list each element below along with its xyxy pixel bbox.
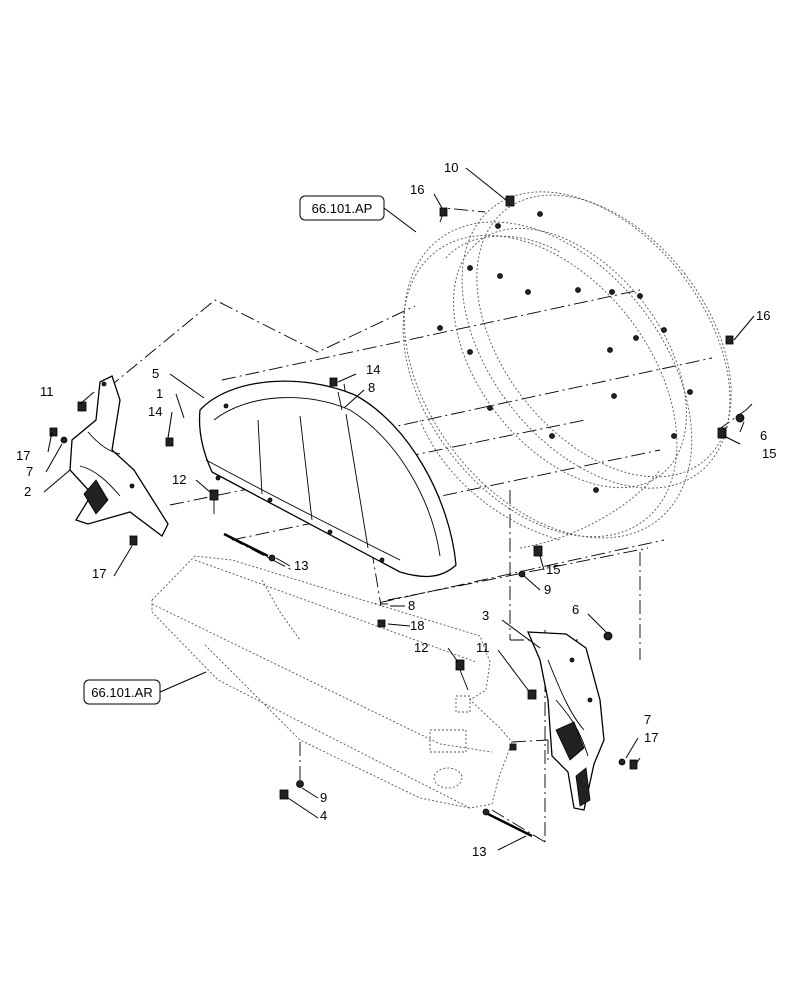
bolt-14-center <box>329 377 338 387</box>
callout-6: 6 <box>760 428 767 443</box>
bolt-15-center <box>533 545 543 557</box>
bolt-12-upper <box>209 489 219 501</box>
nut-16-right <box>725 335 734 345</box>
nut-4 <box>279 789 289 800</box>
bolt-11-right <box>527 689 537 700</box>
callout-4: 4 <box>320 808 327 823</box>
ref-label-upper: 66.101.AP <box>312 201 373 216</box>
callout-3: 3 <box>482 608 489 623</box>
callout-13: 13 <box>294 558 308 573</box>
callout-5: 5 <box>152 366 159 381</box>
callout-16: 16 <box>756 308 770 323</box>
callout-10: 10 <box>444 160 458 175</box>
callout-2: 2 <box>24 484 31 499</box>
drum-rings <box>402 191 732 549</box>
callout-11: 11 <box>476 640 490 655</box>
callout-18: 18 <box>410 618 424 633</box>
callout-12: 12 <box>172 472 186 487</box>
curved-shield-panel <box>198 380 457 578</box>
ref-box-lower[interactable]: 66.101.AR <box>83 679 161 705</box>
callout-7: 7 <box>26 464 33 479</box>
callout-17: 17 <box>92 566 106 581</box>
callout-14: 14 <box>148 404 162 419</box>
washer-9-center <box>518 570 526 578</box>
ring-studs <box>437 211 693 493</box>
callout-15: 15 <box>546 562 560 577</box>
callout-11: 11 <box>40 384 54 399</box>
callout-8: 8 <box>368 380 375 395</box>
callout-9: 9 <box>544 582 551 597</box>
pin-13-lower <box>487 812 533 838</box>
callout-17: 17 <box>644 730 658 745</box>
bolt-11-left <box>77 401 87 412</box>
callout-13: 13 <box>472 844 486 859</box>
washer-6-lower <box>603 631 613 641</box>
callout-15: 15 <box>762 446 776 461</box>
washer-9-lower <box>296 780 304 788</box>
callout-numbers: 10 16 16 11 17 7 2 5 1 14 14 8 12 13 17 … <box>16 160 776 859</box>
pin-13-upper <box>223 532 269 558</box>
callout-1: 1 <box>156 386 163 401</box>
nut-16-top <box>439 207 448 217</box>
ref-box-upper[interactable]: 66.101.AP <box>299 195 385 221</box>
callout-14: 14 <box>366 362 380 377</box>
callout-9: 9 <box>320 790 327 805</box>
nut-17-lower <box>129 535 138 546</box>
bolt-10 <box>505 195 515 207</box>
callout-7: 7 <box>644 712 651 727</box>
washer-6-upper <box>735 413 745 423</box>
bolt-15-right <box>717 427 727 439</box>
callout-17: 17 <box>16 448 30 463</box>
callout-16: 16 <box>410 182 424 197</box>
callout-8: 8 <box>408 598 415 613</box>
bolt-14-left <box>165 437 174 447</box>
left-deflector <box>69 375 169 537</box>
leader-lines <box>43 167 755 851</box>
ref-label-lower: 66.101.AR <box>91 685 152 700</box>
washer-8-center <box>337 391 343 411</box>
hardware <box>49 195 745 838</box>
nut-17-right <box>629 759 638 770</box>
callout-6: 6 <box>572 602 579 617</box>
nut-17-left <box>49 427 58 437</box>
right-deflector <box>526 631 605 811</box>
nut-18 <box>377 619 386 628</box>
callout-12: 12 <box>414 640 428 655</box>
support-beam <box>151 555 513 809</box>
washer-7-right <box>618 758 626 766</box>
washer-7-left <box>60 436 68 444</box>
